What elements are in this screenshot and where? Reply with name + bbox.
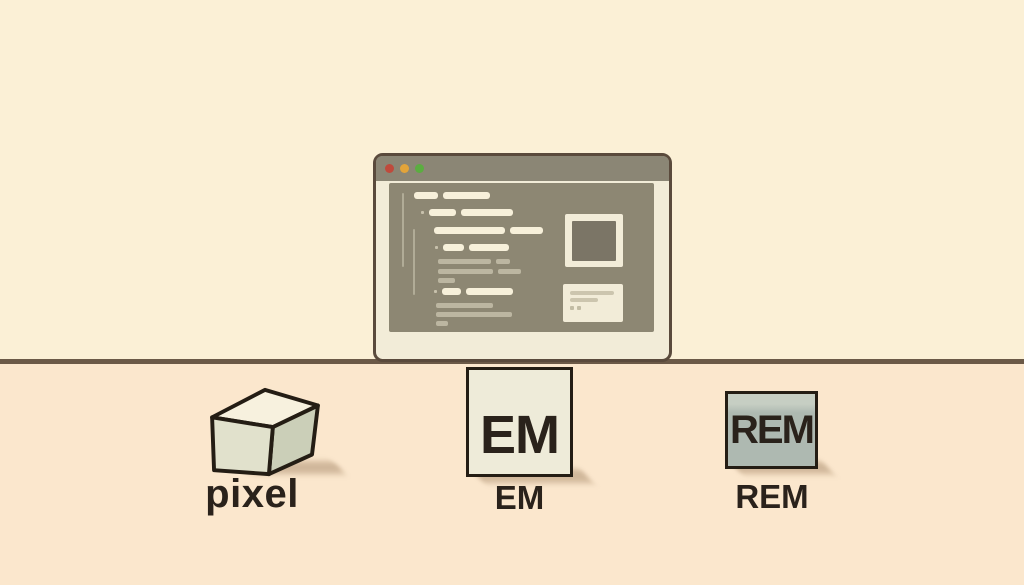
em-box: EM [466,367,573,477]
code-line [421,209,513,216]
code-bar [461,209,513,216]
image-placeholder-frame [565,214,623,267]
rem-box: REM [725,391,818,469]
code-line [434,288,513,295]
card-line [570,291,614,295]
code-bar [442,288,461,295]
cube-front-face [210,415,275,477]
em-label: EM [494,479,545,516]
code-line [435,244,509,251]
code-bar [436,303,493,308]
zoom-dot [415,164,424,173]
indent-guide [402,193,404,267]
code-line [434,227,543,234]
code-editor-panel [389,183,654,332]
code-bar [498,269,521,274]
code-line [414,192,490,199]
code-bar [436,312,512,317]
code-bullet-icon [434,290,437,293]
code-line [436,321,448,326]
em-box-text: EM [480,405,560,465]
pixel-label: pixel [205,472,299,516]
card-line [570,298,598,302]
snippet-card-lines [570,291,616,302]
code-bar [436,321,448,326]
snippet-card-dots [570,306,616,310]
code-line [438,259,510,264]
close-dot [385,164,394,173]
minimize-dot [400,164,409,173]
code-bar [496,259,510,264]
code-bar [443,244,464,251]
code-bullet-icon [421,211,424,214]
rem-box-text: REM [730,407,815,452]
rem-label: REM [735,478,809,515]
image-placeholder [572,220,616,261]
pixel-cube-icon [210,387,320,477]
card-dot [570,306,574,310]
code-bar [438,259,491,264]
browser-titlebar [376,156,669,181]
code-line [438,269,521,274]
traffic-lights [385,164,424,173]
code-bar [510,227,543,234]
code-bar [466,288,513,295]
browser-window [373,153,672,362]
code-line [436,303,493,308]
code-bar [469,244,509,251]
code-bar [429,209,456,216]
code-bullet-icon [435,246,438,249]
code-bar [414,192,438,199]
code-bar [438,269,493,274]
snippet-card [563,284,623,322]
code-line [436,312,512,317]
code-line [438,278,455,283]
card-dot [577,306,581,310]
code-bar [443,192,490,199]
code-bar [438,278,455,283]
indent-guide [413,229,415,295]
code-bar [434,227,505,234]
